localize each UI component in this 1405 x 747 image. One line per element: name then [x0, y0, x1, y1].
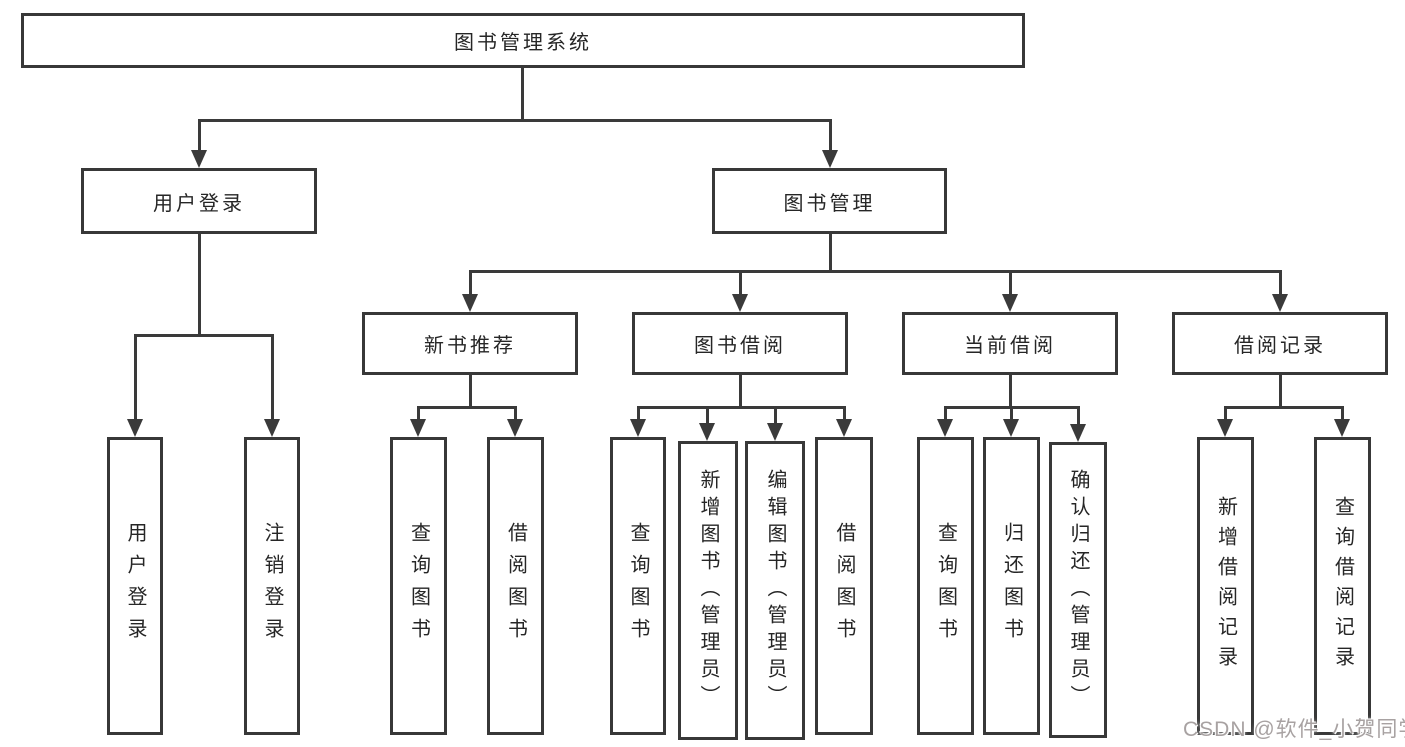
arrow-down-icon: [1070, 424, 1086, 442]
connector-level2-bus: [198, 119, 832, 122]
arrow-down-icon: [822, 150, 838, 168]
arrow-down-icon: [191, 150, 207, 168]
leaf-logout: 注销登录: [244, 437, 300, 735]
leaf-borrow-books-recommend: 借阅图书: [487, 437, 544, 735]
leaf-label: 查询图书: [627, 522, 649, 650]
connector-leaf-stem: [1010, 406, 1013, 421]
leaf-label: 查询借阅记录: [1331, 496, 1354, 676]
leaf-label: 编辑图书（管理员）: [764, 469, 786, 712]
arrow-down-icon: [1002, 294, 1018, 312]
connector-leaf-stem: [1341, 406, 1344, 421]
leaf-query-books-recommend: 查询图书: [390, 437, 447, 735]
connector-current-borrow-down: [1009, 375, 1012, 409]
leaf-label: 新增图书（管理员）: [697, 469, 719, 712]
connector-new-book-bus: [417, 406, 517, 409]
leaf-return-books: 归还图书: [983, 437, 1040, 735]
connector-leaf-stem: [1077, 406, 1080, 426]
arrow-down-icon: [630, 419, 646, 437]
arrow-down-icon: [507, 419, 523, 437]
connector-stem-book-mgmt: [829, 119, 832, 152]
node-current-borrow-label: 当前借阅: [964, 335, 1056, 357]
connector-leaf-stem: [774, 406, 777, 425]
connector-book-mgmt-down: [829, 234, 832, 272]
leaf-query-books-current: 查询图书: [917, 437, 974, 735]
arrow-down-icon: [410, 419, 426, 437]
node-book-mgmt-label: 图书管理: [783, 192, 876, 215]
connector-leaf-stem: [637, 406, 640, 421]
leaf-borrow-books: 借阅图书: [815, 437, 873, 735]
connector-leaf-stem: [417, 406, 420, 421]
connector-user-login-down: [198, 234, 201, 336]
leaf-edit-books-admin: 编辑图书（管理员）: [745, 441, 805, 740]
leaf-user-login: 用户登录: [107, 437, 163, 735]
connector-leaf-stem: [514, 406, 517, 421]
connector-borrow-records-bus: [1224, 406, 1344, 409]
leaf-label: 查询图书: [407, 522, 430, 650]
connector-borrow-records-down: [1279, 375, 1282, 409]
node-borrow-records: 借阅记录: [1172, 312, 1388, 375]
connector-user-login-bus: [134, 334, 274, 337]
leaf-label: 新增借阅记录: [1214, 496, 1237, 676]
node-book-borrow-label: 图书借阅: [694, 335, 786, 357]
leaf-query-books-borrow: 查询图书: [610, 437, 666, 735]
leaf-label: 查询图书: [934, 522, 957, 650]
connector-stem-book-borrow: [739, 270, 742, 296]
leaf-label: 借阅图书: [833, 522, 855, 650]
connector-stem-current-borrow: [1009, 270, 1012, 296]
arrow-down-icon: [699, 423, 715, 441]
node-new-book-recommend: 新书推荐: [362, 312, 578, 375]
arrow-down-icon: [732, 294, 748, 312]
leaf-label: 确认归还（管理员）: [1067, 468, 1089, 712]
node-user-login-label: 用户登录: [153, 192, 245, 215]
arrow-down-icon: [767, 423, 783, 441]
node-user-login: 用户登录: [81, 168, 317, 234]
connector-leaf-stem: [944, 406, 947, 421]
arrow-down-icon: [1003, 419, 1019, 437]
connector-stem-login-leaf: [134, 334, 137, 421]
node-borrow-records-label: 借阅记录: [1234, 335, 1326, 357]
arrow-down-icon: [937, 419, 953, 437]
node-current-borrow: 当前借阅: [902, 312, 1118, 375]
leaf-user-login-label: 用户登录: [124, 522, 146, 650]
leaf-label: 归还图书: [1000, 522, 1023, 650]
leaf-add-books-admin: 新增图书（管理员）: [678, 441, 738, 740]
connector-stem-logout-leaf: [271, 334, 274, 421]
connector-leaf-stem: [843, 406, 846, 421]
node-new-book-recommend-label: 新书推荐: [424, 335, 516, 357]
connector-stem-new-book: [469, 270, 472, 296]
arrow-down-icon: [1272, 294, 1288, 312]
arrow-down-icon: [264, 419, 280, 437]
arrow-down-icon: [127, 419, 143, 437]
node-root: 图书管理系统: [21, 13, 1025, 68]
node-book-mgmt: 图书管理: [712, 168, 947, 234]
connector-book-borrow-bus: [637, 406, 846, 409]
connector-book-borrow-down: [739, 375, 742, 409]
connector-new-book-down: [469, 375, 472, 409]
arrow-down-icon: [462, 294, 478, 312]
leaf-query-borrow-record: 查询借阅记录: [1314, 437, 1371, 735]
node-book-borrow: 图书借阅: [632, 312, 848, 375]
connector-leaf-stem: [706, 406, 709, 425]
connector-root-stem: [521, 68, 524, 121]
connector-level3-bus: [469, 270, 1282, 273]
arrow-down-icon: [836, 419, 852, 437]
leaf-label: 借阅图书: [504, 522, 527, 650]
leaf-confirm-return-admin: 确认归还（管理员）: [1049, 442, 1107, 738]
watermark: CSDN @软件_小贺同学: [1183, 718, 1405, 741]
connector-stem-borrow-records: [1279, 270, 1282, 296]
connector-stem-user-login: [198, 119, 201, 152]
leaf-logout-label: 注销登录: [261, 522, 283, 650]
node-root-label: 图书管理系统: [454, 32, 592, 54]
arrow-down-icon: [1334, 419, 1350, 437]
arrow-down-icon: [1217, 419, 1233, 437]
connector-leaf-stem: [1224, 406, 1227, 421]
leaf-add-borrow-record: 新增借阅记录: [1197, 437, 1254, 735]
